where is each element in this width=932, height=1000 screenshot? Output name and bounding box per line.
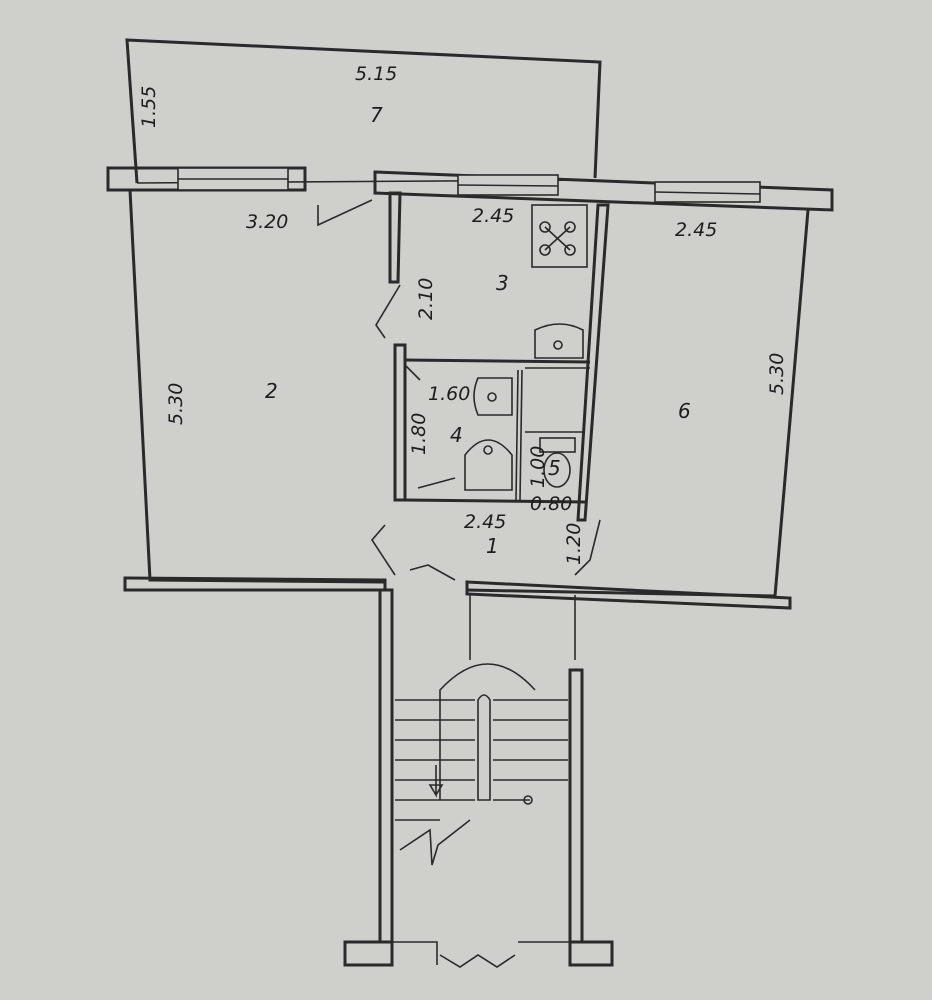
room-label-2: 2 (265, 379, 278, 403)
bath-door (404, 364, 456, 489)
room-label-5: 5 (548, 456, 561, 480)
bathtub-icon (464, 439, 513, 491)
bath-sink-icon (473, 377, 513, 416)
dim-wc-depth: 1.00 (527, 446, 549, 488)
window-room-2 (177, 167, 289, 191)
dim-hall-width: 2.45 (464, 511, 506, 533)
room-label-6: 6 (678, 399, 691, 423)
kitchen-sink-icon (534, 323, 584, 359)
room-label-4: 4 (450, 423, 463, 447)
balcony-outline (125, 38, 602, 184)
dim-room2-length: 5.30 (165, 383, 187, 425)
dim-wc-width: 0.80 (530, 493, 572, 515)
window-kitchen (457, 174, 559, 196)
dim-kitchen-width: 2.45 (472, 205, 514, 227)
room-label-1: 1 (486, 534, 499, 558)
dim-bath-depth: 1.80 (408, 413, 430, 455)
room-label-3: 3 (496, 271, 509, 295)
dim-balcony-depth: 1.55 (138, 86, 160, 128)
dim-bath-width: 1.60 (428, 383, 470, 405)
interior-walls (388, 191, 610, 522)
kitchen-door (375, 284, 401, 339)
dim-balcony-width: 5.15 (355, 63, 397, 85)
stove-icon (531, 204, 588, 268)
toilet-icon (539, 437, 576, 488)
room-label-7: 7 (370, 103, 383, 127)
entrance-door (370, 524, 456, 581)
dim-hall-depth: 1.20 (563, 523, 585, 565)
room-6-door (574, 519, 601, 576)
balcony-door (317, 199, 373, 227)
stairwell (343, 588, 614, 968)
dim-room2-width: 3.20 (246, 211, 288, 233)
dim-room6-length: 5.30 (766, 353, 788, 395)
window-room-6 (654, 181, 761, 203)
dim-room6-width: 2.45 (675, 219, 717, 241)
dim-kitchen-depth: 2.10 (415, 278, 437, 320)
